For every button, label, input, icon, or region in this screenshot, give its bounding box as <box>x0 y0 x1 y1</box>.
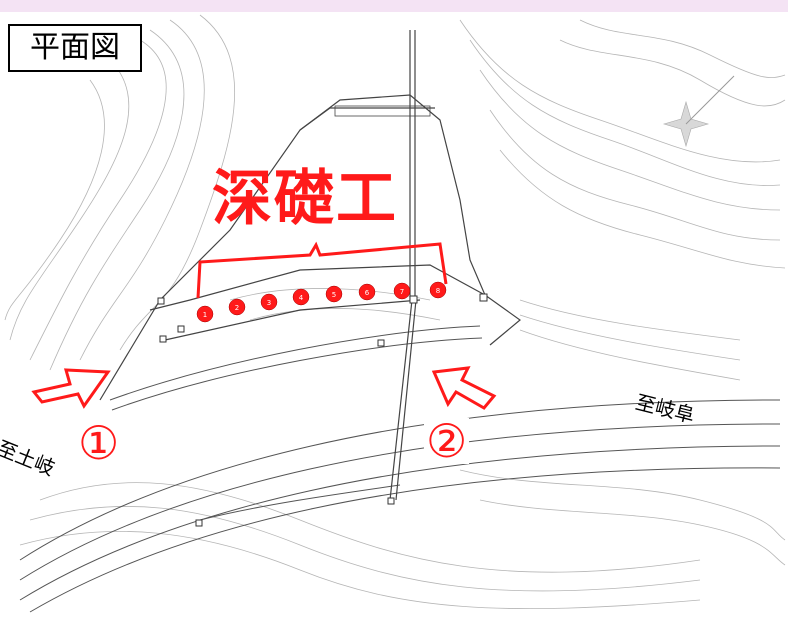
viewpoint-marker-1: ① <box>76 416 122 470</box>
pier-number: 3 <box>267 299 271 307</box>
pier-number: 6 <box>365 289 370 297</box>
pier-6 <box>358 283 376 301</box>
pier-7 <box>393 282 411 300</box>
work-area-outline <box>99 30 521 501</box>
arrow-left-icon <box>431 366 497 410</box>
pier-markers <box>196 281 447 323</box>
road-alignment <box>19 325 781 613</box>
pier-number: 1 <box>203 311 207 319</box>
pier-number: 4 <box>299 294 304 302</box>
header-bar <box>0 0 788 12</box>
alignment-nodes <box>157 293 488 527</box>
pier-number: 7 <box>400 288 404 296</box>
pier-2 <box>228 298 246 316</box>
pier-number: 8 <box>436 287 440 295</box>
pier-number: 2 <box>235 304 239 312</box>
pier-8 <box>429 281 447 299</box>
pier-number: 5 <box>332 291 336 299</box>
viewpoint-marker-2: ② <box>424 414 470 468</box>
north-arrow-icon <box>662 75 735 148</box>
page-title: 平面図 <box>8 24 142 72</box>
blank-patch <box>340 18 400 88</box>
arrow-right-icon <box>31 368 111 409</box>
pier-5 <box>325 285 343 303</box>
deep-foundation-label: 深礎工 <box>212 164 398 234</box>
pier-3 <box>260 293 278 311</box>
pier-4 <box>292 288 310 306</box>
contour-lines <box>4 14 786 610</box>
pier-number-labels: 1 2 3 4 5 6 7 8 <box>203 287 440 319</box>
pier-1 <box>196 305 214 323</box>
deep-foundation-bracket <box>196 241 448 299</box>
